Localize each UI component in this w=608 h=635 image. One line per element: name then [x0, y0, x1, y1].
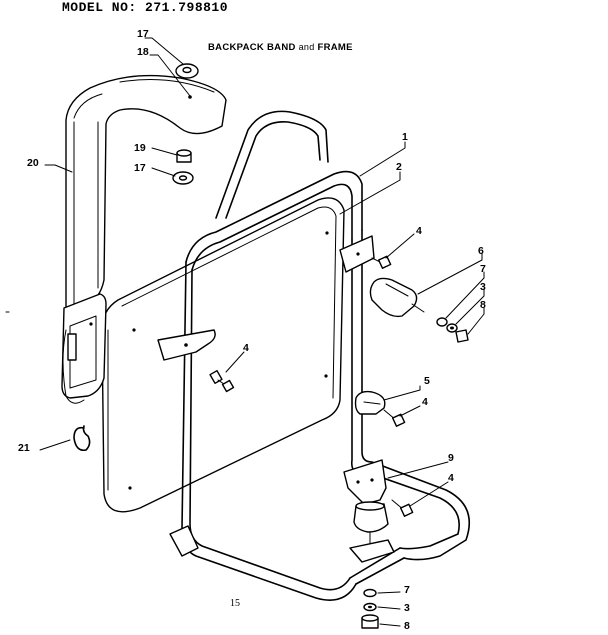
foot-plate [349, 539, 395, 563]
panel-hole [325, 231, 329, 235]
callout-3-bottom: 3 [404, 602, 410, 614]
callout-4-left: 4 [243, 342, 249, 354]
back-panel [101, 197, 345, 513]
callout-18: 18 [137, 46, 149, 58]
diagram-title: BACKPACK BAND and FRAME [208, 42, 353, 53]
callout-8-right: 8 [480, 299, 486, 311]
screw-4-lower [391, 499, 414, 517]
callout-4-clamp: 4 [422, 396, 428, 408]
screw-4-left [209, 369, 235, 393]
title-and: and [298, 42, 315, 52]
washer-17-top [175, 63, 199, 79]
nut-8-right [455, 329, 469, 343]
callout-17-lower: 17 [134, 162, 146, 174]
panel-hole [128, 486, 132, 490]
callout-19: 19 [134, 142, 146, 154]
callout-7-bottom: 7 [404, 584, 410, 596]
upper-right-bracket [339, 235, 375, 273]
washer-7-bottom [363, 588, 377, 598]
callout-9: 9 [448, 452, 454, 464]
footer-note: 15 [230, 598, 240, 609]
shoulder-band [61, 74, 227, 404]
lower-bracket-9 [343, 459, 387, 505]
callout-17-top: 17 [137, 28, 149, 40]
rubber-mount-lower [353, 501, 389, 547]
model-number: MODEL NO: 271.798810 [62, 0, 229, 15]
callout-labels: 17 18 19 17 20 1 2 4 6 7 3 8 4 5 4 9 4 2… [18, 28, 486, 632]
callout-20: 20 [27, 157, 39, 169]
panel-hole [324, 374, 328, 378]
left-bracket [157, 329, 216, 361]
callout-8-bottom: 8 [404, 620, 410, 632]
screw-4-clamp [383, 409, 406, 427]
leader-lines [39, 37, 485, 627]
callout-6: 6 [478, 245, 484, 257]
panel-hole [132, 328, 136, 332]
washer-17-lower [172, 171, 194, 185]
callout-2: 2 [396, 161, 402, 173]
callout-4-lower: 4 [448, 472, 454, 484]
title-tail: FRAME [317, 42, 353, 53]
callout-5: 5 [424, 375, 430, 387]
clamp-5 [354, 390, 386, 415]
callout-21: 21 [18, 442, 30, 454]
callout-4-upper: 4 [416, 225, 422, 237]
nut-19 [176, 149, 192, 163]
hook-21 [73, 425, 91, 452]
nut-8-bottom [361, 614, 379, 629]
lockwasher-3-right [446, 323, 458, 333]
screw-4-upper [371, 255, 392, 269]
callout-3-right: 3 [480, 281, 486, 293]
callout-1: 1 [402, 131, 408, 143]
washer-7-right [436, 317, 448, 327]
callout-7-right: 7 [480, 263, 486, 275]
rubber-mount-6 [369, 277, 425, 318]
lockwasher-3-bottom [363, 602, 377, 612]
title-main: BACKPACK BAND [208, 42, 296, 53]
